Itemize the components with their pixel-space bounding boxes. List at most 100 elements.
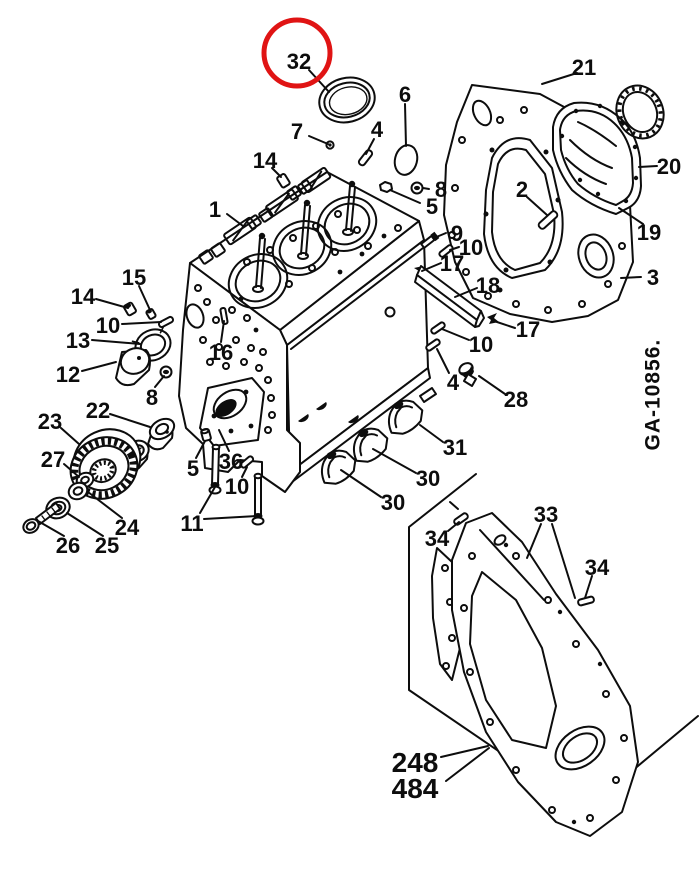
gasket-plate: [552, 101, 642, 215]
leader-line: [95, 298, 129, 309]
highlight-circle: [261, 17, 333, 89]
leader-line: [584, 575, 593, 599]
leader-line: [526, 196, 548, 216]
callout-3: 3: [647, 265, 659, 290]
callout-4: 4: [447, 370, 460, 395]
callout-14: 14: [71, 284, 96, 309]
callout-34: 34: [425, 526, 450, 551]
leader-line: [241, 466, 248, 478]
callout-16: 16: [209, 340, 233, 365]
callout-21: 21: [572, 55, 596, 80]
leader-line: [638, 165, 658, 168]
leader-line: [419, 424, 444, 443]
leader-line: [121, 321, 162, 325]
callout-10: 10: [96, 313, 120, 338]
seal-ring-21: [615, 84, 665, 140]
leader-line: [493, 320, 516, 329]
callout-8: 8: [146, 385, 158, 410]
stud-11-right: [251, 472, 265, 526]
deck-holes: [243, 210, 402, 288]
leader-line: [226, 213, 244, 227]
leader-line: [308, 135, 329, 145]
leader-line: [81, 361, 117, 372]
callout-7: 7: [291, 119, 303, 144]
leader-line: [618, 207, 644, 225]
callout-8: 8: [435, 177, 447, 202]
leader-line: [436, 348, 450, 374]
callout-9: 9: [451, 221, 463, 246]
leader-line: [218, 429, 230, 452]
callout-19: 19: [637, 220, 661, 245]
plug-28: [458, 362, 477, 387]
callout-36: 36: [219, 449, 243, 474]
leader-line: [541, 72, 578, 85]
callout-30: 30: [381, 490, 405, 515]
callout-labels: 1234455678891010101011121314141516171718…: [38, 49, 681, 580]
leader-line: [220, 320, 225, 343]
leader-line: [551, 523, 576, 599]
engine-block: [178, 166, 437, 493]
leader-line: [60, 427, 80, 445]
front-plate-boss: [199, 377, 265, 447]
callout-2: 2: [516, 177, 528, 202]
leader-line: [37, 520, 65, 537]
callout-20: 20: [657, 154, 681, 179]
leader-line: [203, 515, 258, 520]
callout-1: 1: [209, 197, 221, 222]
leader-line: [365, 138, 375, 155]
leader-line: [340, 469, 382, 498]
callout-17: 17: [440, 251, 464, 276]
leader-line: [154, 375, 165, 388]
part-number-248: 248: [392, 747, 439, 778]
callout-5: 5: [426, 194, 438, 219]
leader-line: [372, 448, 417, 474]
leader-line: [620, 276, 642, 279]
leader-lines: [37, 69, 658, 782]
leader-line: [199, 486, 216, 514]
callout-13: 13: [66, 328, 90, 353]
part-number-484: 484: [392, 773, 439, 804]
front-face-holes: [194, 284, 276, 434]
callout-25: 25: [95, 533, 119, 558]
callout-4: 4: [371, 117, 384, 142]
cylinder-bores: [227, 180, 378, 309]
drawing-code: GA-10856.: [641, 338, 665, 451]
leader-line: [109, 413, 151, 428]
leader-line: [440, 745, 489, 758]
callout-10: 10: [459, 235, 483, 260]
callout-18: 18: [476, 273, 500, 298]
callout-14: 14: [253, 148, 278, 173]
bushing-22: [147, 417, 176, 451]
callout-22: 22: [86, 398, 110, 423]
side-loose-parts: [414, 231, 499, 387]
callout-17: 17: [516, 317, 540, 342]
leader-line: [91, 339, 141, 345]
leader-line: [422, 187, 430, 190]
bushing-12: [115, 347, 151, 387]
highlight-circle-32: [261, 17, 333, 89]
leader-line: [441, 328, 470, 341]
left-loose-parts: [115, 301, 175, 387]
callout-12: 12: [56, 362, 80, 387]
leader-line: [449, 246, 460, 251]
callout-33: 33: [534, 502, 558, 527]
callout-27: 27: [41, 447, 65, 472]
leader-line: [454, 287, 478, 298]
leader-line: [404, 103, 407, 147]
callout-11: 11: [180, 511, 203, 536]
callout-10: 10: [225, 474, 249, 499]
callout-26: 26: [56, 533, 80, 558]
callout-5: 5: [187, 456, 199, 481]
leader-line: [63, 463, 80, 478]
leader-line: [66, 512, 104, 537]
callout-31: 31: [443, 435, 467, 460]
callout-28: 28: [504, 387, 528, 412]
leader-line: [421, 262, 442, 272]
leader-line: [195, 440, 206, 459]
tappet-slots: [198, 166, 332, 265]
leader-line: [87, 491, 123, 519]
callout-24: 24: [115, 515, 140, 540]
